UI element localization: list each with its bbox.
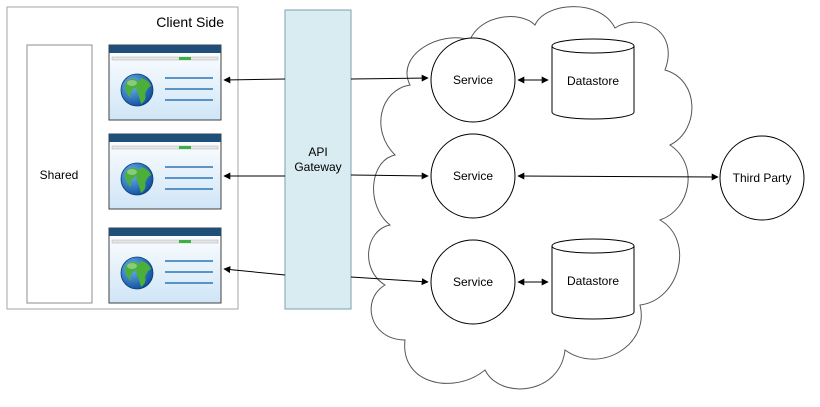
service-node-2: Service [430, 133, 516, 219]
window-titlebar [109, 228, 221, 236]
window-accent [179, 146, 191, 149]
arrow-service-2-third-party [517, 172, 719, 181]
arrow-gateway-to-service-1 [350, 74, 429, 82]
arrow-gateway-to-window-1 [223, 76, 286, 84]
datastore-1: Datastore [551, 38, 635, 120]
third-party-node: Third Party [719, 135, 805, 221]
service-node-1: Service [430, 37, 516, 123]
gateway-label-line2: Gateway [294, 160, 341, 174]
globe-icon [120, 256, 154, 290]
cloud-boundary [368, 6, 693, 390]
arrow-gateway-to-service-2 [350, 172, 429, 180]
service-label: Service [453, 169, 493, 183]
datastore-2: Datastore [551, 238, 635, 320]
window-address-bar [111, 239, 219, 244]
datastore-label: Datastore [567, 274, 619, 288]
api-gateway: API Gateway [284, 9, 352, 310]
window-address-bar [111, 56, 219, 61]
window-titlebar [109, 45, 221, 53]
browser-window-1 [108, 44, 222, 121]
shared-box [26, 44, 93, 304]
browser-windows [108, 44, 222, 304]
service-node-3: Service [430, 239, 516, 325]
globe-icon [120, 73, 154, 107]
browser-window-2 [108, 133, 222, 210]
third-party-label: Third Party [733, 171, 792, 185]
service-label: Service [453, 73, 493, 87]
service-label: Service [453, 275, 493, 289]
shared-label: Shared [40, 168, 79, 182]
browser-window-3 [108, 227, 222, 304]
arrow-gateway-to-service-3 [350, 276, 429, 286]
window-titlebar [109, 134, 221, 142]
window-accent [179, 240, 191, 243]
gateway-label-line1: API [308, 145, 327, 159]
datastore-label: Datastore [567, 74, 619, 88]
window-address-bar [111, 145, 219, 150]
window-accent [179, 57, 191, 60]
globe-icon [120, 162, 154, 196]
arrow-gateway-to-window-3 [223, 266, 286, 276]
client-side-title: Client Side [156, 14, 224, 30]
